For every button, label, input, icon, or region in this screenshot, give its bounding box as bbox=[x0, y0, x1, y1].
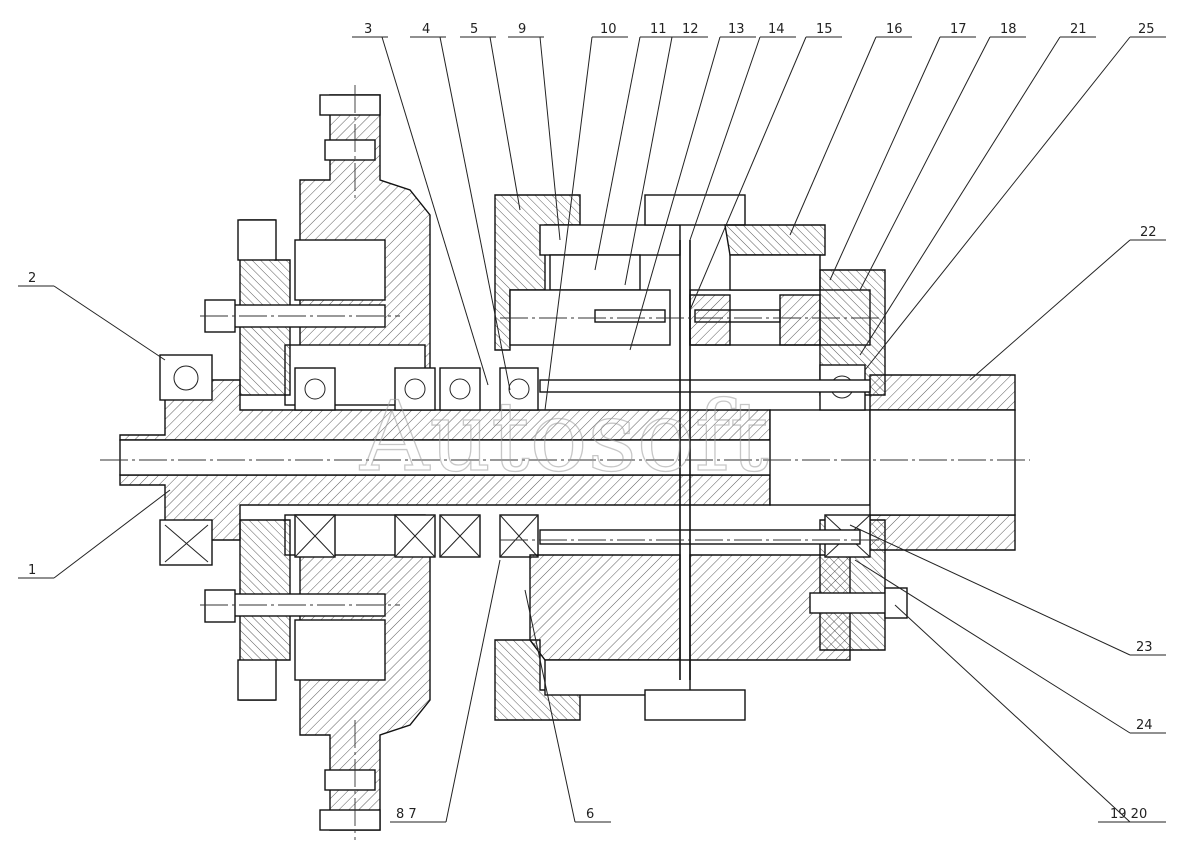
callout-24: 24 bbox=[1136, 718, 1153, 733]
callout-21: 21 bbox=[1070, 22, 1087, 37]
callout-3: 3 bbox=[364, 22, 372, 37]
callout-25: 25 bbox=[1138, 22, 1155, 37]
callout-22: 22 bbox=[1140, 225, 1157, 240]
right-housing bbox=[724, 224, 1016, 651]
watermark: Autosoft bbox=[359, 381, 769, 493]
callout-2: 2 bbox=[28, 271, 36, 286]
centerlines bbox=[100, 85, 1030, 840]
shaft-bearings bbox=[294, 367, 539, 558]
callout-16: 16 bbox=[886, 22, 903, 37]
callout-23: 23 bbox=[1136, 640, 1153, 655]
callout-14: 14 bbox=[768, 22, 785, 37]
callout-8-7: 8 7 bbox=[396, 807, 417, 822]
callout-labels: 3 4 5 9 10 11 12 13 14 15 16 17 18 21 25… bbox=[28, 22, 1157, 822]
callout-17: 17 bbox=[950, 22, 967, 37]
callout-4: 4 bbox=[422, 22, 430, 37]
callout-15: 15 bbox=[816, 22, 833, 37]
callout-10: 10 bbox=[600, 22, 617, 37]
callout-19-20: 19 20 bbox=[1110, 807, 1147, 822]
callout-6: 6 bbox=[586, 807, 594, 822]
callout-18: 18 bbox=[1000, 22, 1017, 37]
callout-11: 11 bbox=[650, 22, 667, 37]
callout-12: 12 bbox=[682, 22, 699, 37]
callout-9: 9 bbox=[518, 22, 526, 37]
callout-1: 1 bbox=[28, 563, 36, 578]
leader-lines bbox=[18, 36, 1166, 823]
callout-5: 5 bbox=[470, 22, 478, 37]
callout-13: 13 bbox=[728, 22, 745, 37]
